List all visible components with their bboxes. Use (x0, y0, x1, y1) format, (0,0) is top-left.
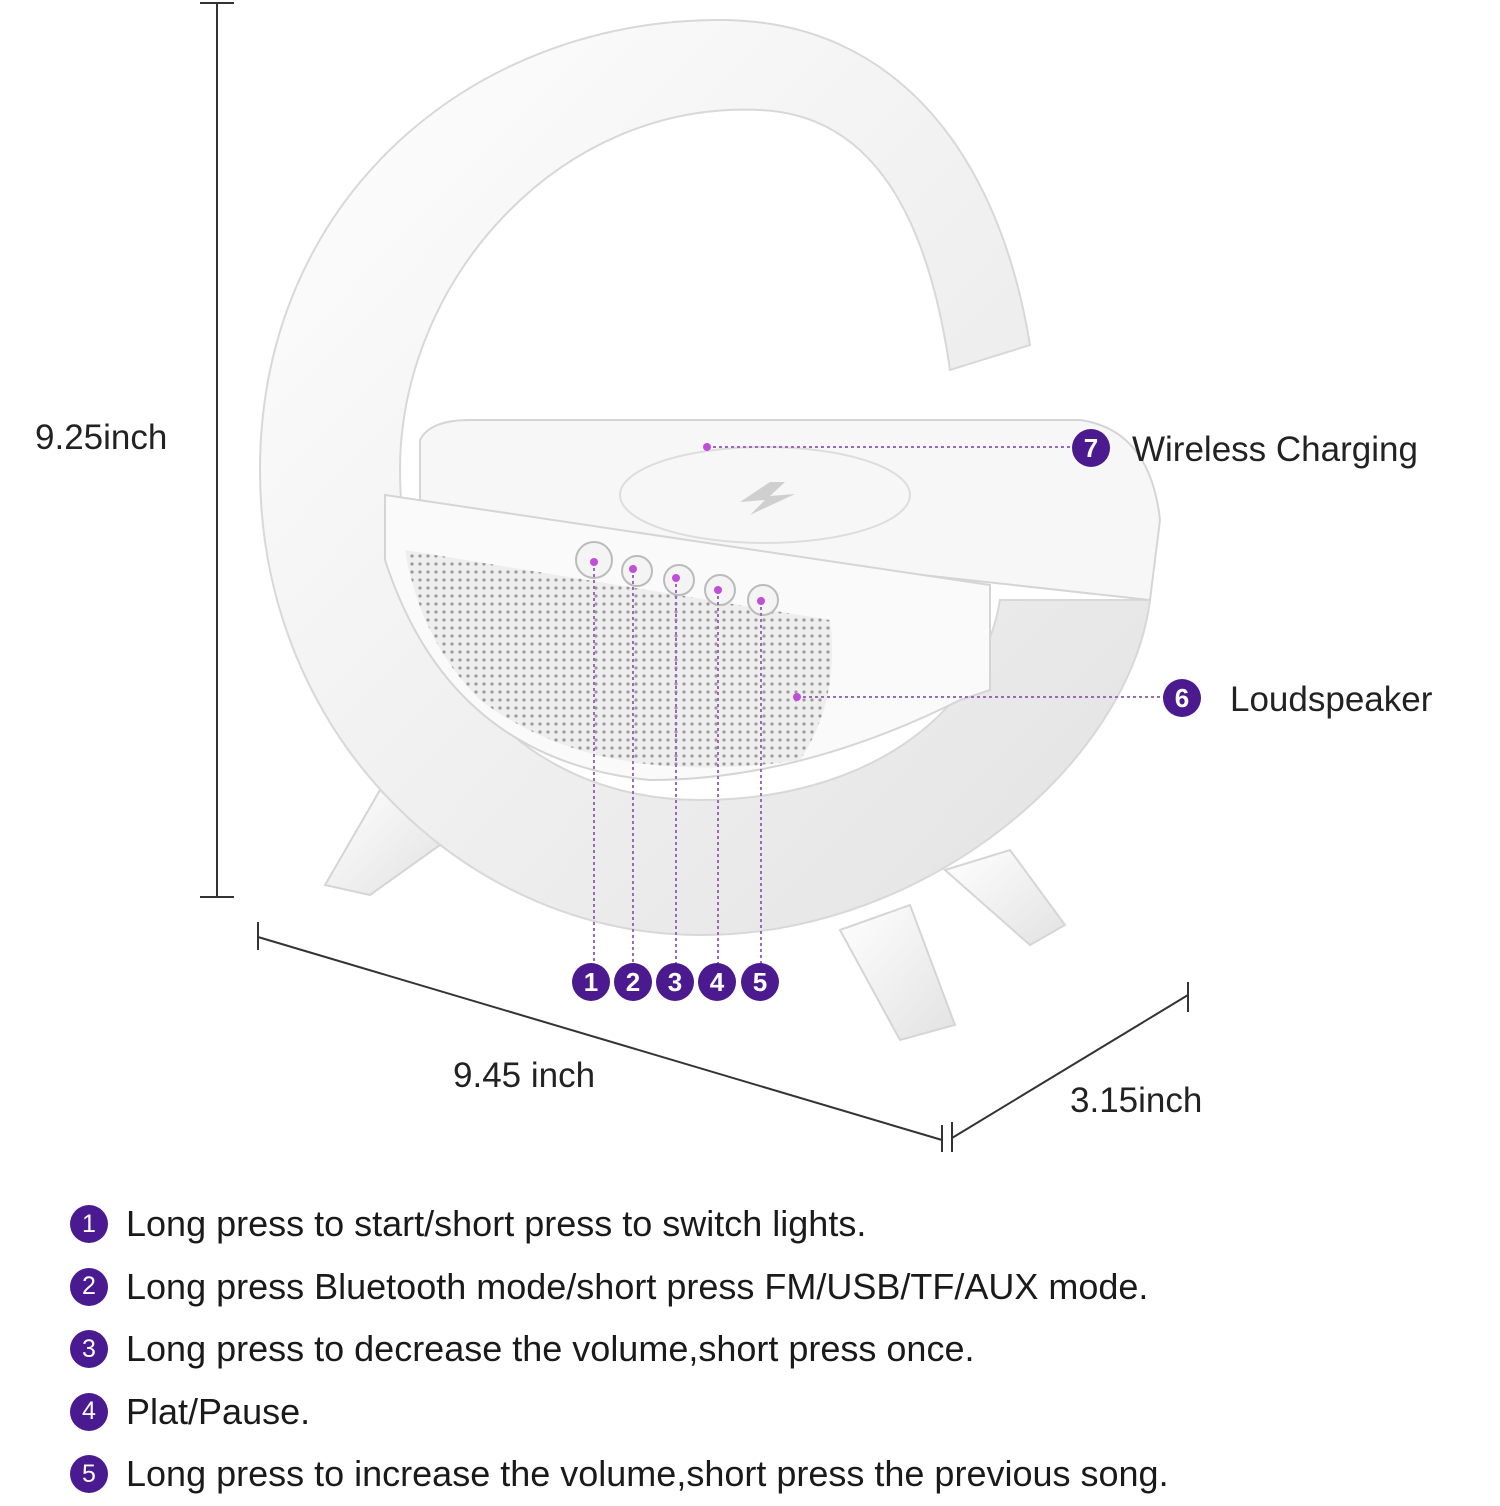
instruction-item: 5 Long press to increase the volume,short… (70, 1443, 1169, 1506)
button-badge-4: 4 (698, 963, 736, 1001)
button-badge-3: 3 (656, 963, 694, 1001)
instruction-text: Long press to start/short press to switc… (126, 1203, 867, 1245)
marker-dots (590, 443, 801, 701)
wireless-charging-label: Wireless Charging (1132, 430, 1418, 469)
button-badge-1: 1 (572, 963, 610, 1001)
loudspeaker-label: Loudspeaker (1230, 680, 1433, 719)
button-badge-2: 2 (614, 963, 652, 1001)
instruction-text: Plat/Pause. (126, 1390, 311, 1432)
callout-badge-7: 7 (1072, 429, 1110, 467)
instruction-item: 1 Long press to start/short press to swit… (70, 1193, 1169, 1256)
button-badge-5: 5 (741, 963, 779, 1001)
leader-lines (593, 446, 1164, 965)
number-badge: 4 (70, 1392, 108, 1431)
number-badge: 1 (70, 1205, 108, 1244)
depth-dimension-label: 3.15inch (1070, 1081, 1203, 1120)
instruction-item: 3 Long press to decrease the volume,short… (70, 1318, 1169, 1381)
width-dimension-label: 9.45 inch (453, 1056, 596, 1095)
number-badge: 2 (70, 1267, 108, 1306)
instruction-text: Long press Bluetooth mode/short press FM… (126, 1265, 1149, 1307)
instruction-item: 4 Plat/Pause. (70, 1381, 1169, 1444)
dimension-lines (200, 2, 1189, 1152)
charging-pad (419, 419, 1162, 602)
lightning-icon (740, 482, 795, 515)
instruction-text: Long press to increase the volume,short … (126, 1453, 1169, 1495)
number-badge: 5 (70, 1455, 108, 1494)
instruction-item: 2 Long press Bluetooth mode/short press F… (70, 1256, 1169, 1319)
number-badge: 3 (70, 1330, 108, 1369)
callout-badge-6: 6 (1163, 679, 1201, 717)
instruction-list: 1 Long press to start/short press to swit… (70, 1193, 1169, 1506)
height-dimension-label: 9.25inch (35, 418, 168, 457)
instruction-text: Long press to decrease the volume,short … (126, 1328, 975, 1370)
